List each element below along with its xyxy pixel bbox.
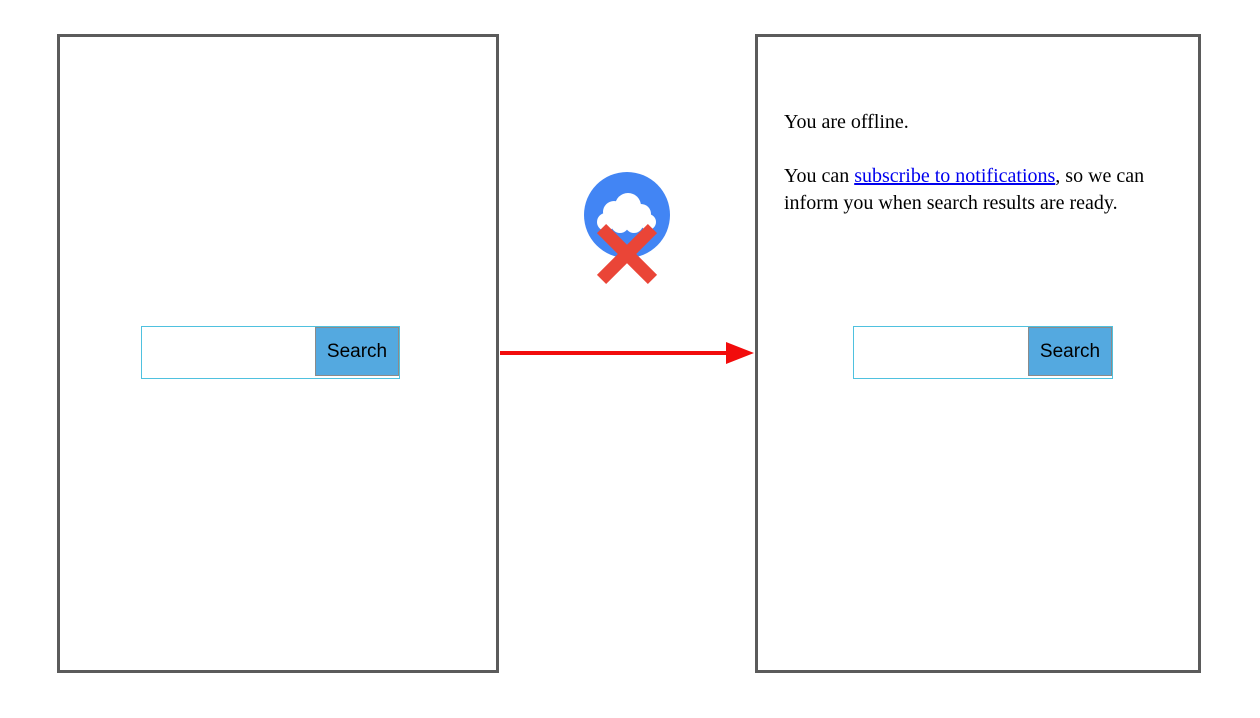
subscribe-notifications-link[interactable]: subscribe to notifications [854, 165, 1056, 187]
flow-arrow-line [500, 351, 728, 355]
search-input[interactable] [854, 327, 1028, 378]
flow-arrow-head [726, 342, 754, 364]
x-mark-icon [596, 223, 658, 285]
notification-text-suffix: , so we can inform you when search resul… [784, 165, 1145, 214]
search-form: Search [141, 326, 400, 379]
notification-text-prefix: You can [784, 165, 855, 187]
offline-cloud-icon [584, 172, 670, 258]
search-button[interactable]: Search [315, 327, 399, 376]
cloud-icon [597, 193, 656, 233]
notification-info-text: You can subscribe to notifications, so w… [784, 163, 1186, 217]
search-form: Search [853, 326, 1113, 379]
search-input[interactable] [142, 327, 316, 378]
offline-status-text: You are offline. [784, 111, 909, 133]
search-button[interactable]: Search [1028, 327, 1112, 376]
page-frame-offline: You are offline. You can subscribe to no… [755, 34, 1201, 673]
offline-message-block: You are offline. You can subscribe to no… [784, 109, 1186, 244]
page-frame-online: Search [57, 34, 499, 673]
